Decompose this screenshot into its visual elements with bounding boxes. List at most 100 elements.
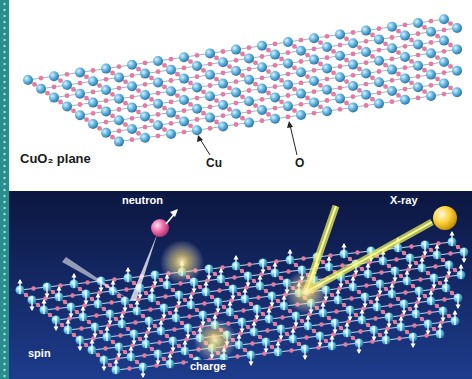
spin-arrowhead: [267, 308, 272, 313]
oxygen-atom: [70, 293, 74, 297]
spin-arrowhead: [357, 350, 362, 355]
copper-atom: [140, 133, 150, 143]
oxygen-atom: [286, 115, 291, 120]
oxygen-atom: [96, 353, 100, 357]
strip-dot: [3, 201, 5, 203]
top-panel: [0, 0, 472, 191]
oxygen-atom: [423, 294, 427, 298]
oxygen-atom: [51, 290, 55, 294]
oxygen-atom: [435, 55, 440, 60]
oxygen-atom: [260, 54, 265, 59]
oxygen-atom: [351, 73, 356, 78]
copper-atom: [49, 71, 59, 81]
oxygen-atom: [273, 42, 278, 47]
spin-arrowhead: [30, 307, 35, 312]
strip-dot: [3, 327, 5, 329]
oxygen-atom: [183, 298, 187, 302]
oxygen-atom: [234, 79, 239, 84]
oxygen-atom: [442, 92, 447, 97]
oxygen-atom: [39, 76, 44, 81]
copper-atom: [322, 106, 332, 116]
oxygen-atom: [171, 288, 175, 292]
spin-arrowhead: [399, 316, 404, 321]
copper-atom: [335, 94, 345, 104]
oxygen-atom: [195, 96, 200, 101]
oxygen-atom: [168, 311, 172, 315]
strip-dot: [3, 321, 5, 323]
oxygen-atom: [342, 303, 346, 307]
oxygen-atom: [377, 69, 382, 74]
oxygen-atom: [325, 98, 330, 103]
strip-dot: [3, 153, 5, 155]
spin-arrowhead: [354, 271, 359, 276]
strip-dot: [3, 21, 5, 23]
oxygen-atom: [153, 324, 157, 328]
oxygen-atom: [130, 137, 135, 142]
oxygen-atom: [383, 63, 388, 68]
oxygen-atom: [377, 91, 382, 96]
strip-dot: [3, 207, 5, 209]
copper-atom: [439, 36, 449, 46]
spin-arrowhead: [153, 282, 158, 287]
copper-atom: [179, 95, 189, 105]
oxygen-atom: [188, 123, 193, 128]
spin-arrowhead: [147, 328, 152, 333]
oxygen-atom: [300, 319, 304, 323]
oxygen-atom: [214, 55, 219, 60]
oxygen-atom: [117, 129, 122, 134]
spin-arrowhead: [159, 320, 164, 325]
oxygen-atom: [110, 113, 115, 118]
copper-atom: [270, 92, 280, 102]
oxygen-atom: [241, 308, 245, 312]
strip-dot: [3, 225, 5, 227]
oxygen-atom: [369, 300, 373, 304]
oxygen-atom: [312, 329, 316, 333]
oxygen-atom: [177, 344, 181, 348]
strip-dot: [3, 93, 5, 95]
spin-arrowhead: [123, 308, 128, 313]
oxygen-atom: [364, 60, 369, 65]
oxygen-atom: [294, 263, 298, 267]
oxygen-atom: [273, 106, 278, 111]
spin-arrowhead: [114, 359, 119, 364]
strip-dot: [3, 213, 5, 215]
oxygen-atom: [426, 271, 430, 275]
oxygen-atom: [156, 91, 161, 96]
oxygen-atom: [156, 112, 161, 117]
oxygen-atom: [355, 250, 359, 254]
oxygen-atom: [305, 74, 310, 79]
oxygen-atom: [247, 88, 252, 93]
oxygen-atom: [182, 130, 187, 135]
strip-dot: [3, 123, 5, 125]
oxygen-atom: [441, 258, 445, 262]
spin-arrowhead: [144, 333, 149, 338]
spin-arrowhead: [141, 374, 146, 379]
spin-arrowhead: [444, 277, 449, 282]
oxygen-atom: [411, 284, 415, 288]
oxygen-atom: [396, 50, 401, 55]
copper-atom: [335, 51, 345, 61]
oxygen-atom: [110, 92, 115, 97]
copper-atom: [387, 86, 397, 96]
oxygen-atom: [416, 96, 421, 101]
oxygen-atom: [65, 93, 70, 98]
oxygen-atom: [318, 83, 323, 88]
oxygen-atom: [399, 274, 403, 278]
spin-arrowhead: [366, 263, 371, 268]
strip-dot: [3, 39, 5, 41]
spin-arrowhead: [363, 304, 368, 309]
copper-atom: [257, 41, 267, 51]
oxygen-atom: [172, 327, 176, 331]
spin-arrowhead: [93, 334, 98, 339]
oxygen-atom: [36, 303, 40, 307]
oxygen-atom: [182, 66, 187, 71]
oxygen-atom: [175, 93, 180, 98]
spin-arrowhead: [183, 340, 188, 345]
oxygen-atom: [414, 261, 418, 265]
copper-atom: [218, 79, 228, 89]
oxygen-atom: [148, 307, 152, 311]
oxygen-atom: [208, 105, 213, 110]
oxygen-atom: [388, 303, 392, 307]
oxygen-atom: [403, 290, 407, 294]
oxygen-atom: [266, 91, 271, 96]
